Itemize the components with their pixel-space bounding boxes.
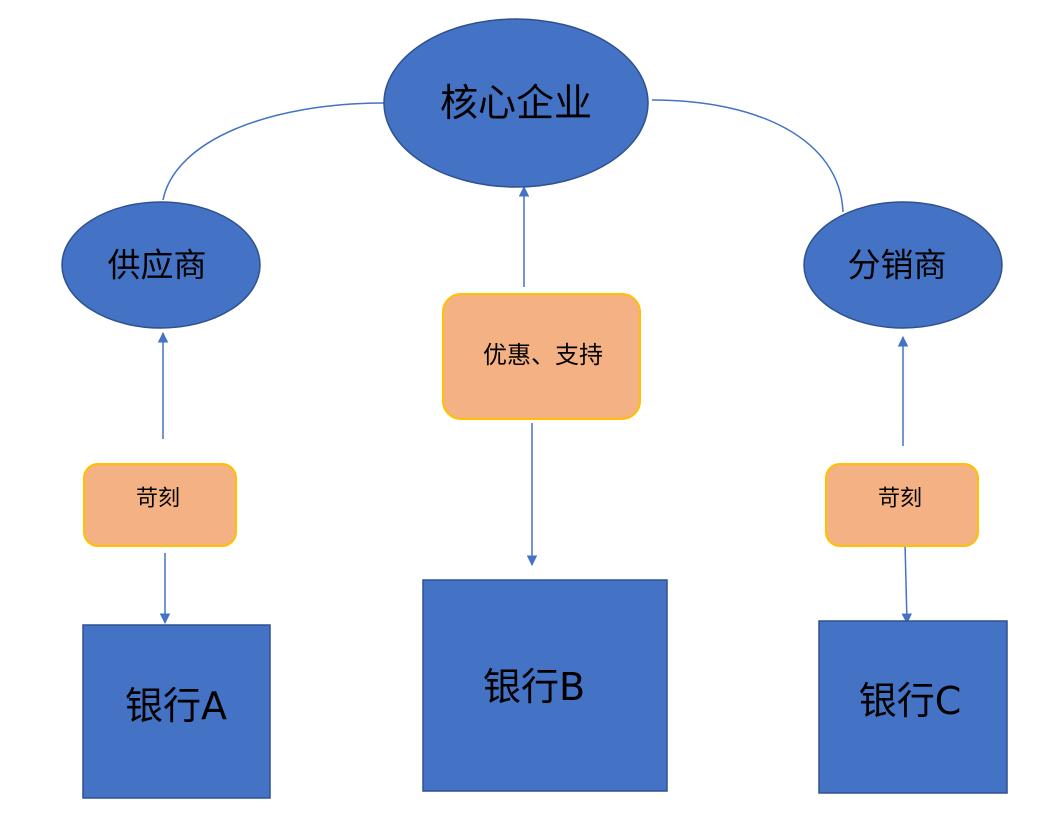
edge-core-distributor — [651, 99, 844, 213]
node-core: 核心企业 — [383, 18, 649, 188]
node-bank-c-label: 银行C — [859, 679, 962, 723]
node-note-center: 优惠、支持 — [442, 293, 641, 420]
node-supplier: 供应商 — [61, 201, 261, 329]
node-bank-a: 银行A — [82, 624, 271, 799]
node-distributor: 分销商 — [803, 201, 1003, 329]
node-bank-b-label: 银行B — [483, 665, 585, 709]
arrow-note-right-to-bank-c — [901, 542, 913, 625]
node-note-center-label: 优惠、支持 — [483, 341, 603, 369]
node-note-left: 苛刻 — [83, 463, 237, 547]
edge-supplier-core — [162, 102, 385, 201]
node-note-right: 苛刻 — [825, 463, 979, 547]
node-bank-c: 银行C — [818, 620, 1008, 794]
node-bank-a-label: 银行A — [125, 684, 227, 728]
node-note-right-label: 苛刻 — [878, 487, 922, 512]
node-note-left-label: 苛刻 — [136, 487, 180, 512]
node-bank-b: 银行B — [422, 579, 668, 792]
node-core-label: 核心企业 — [440, 81, 592, 125]
node-distributor-label: 分销商 — [848, 246, 947, 285]
node-supplier-label: 供应商 — [108, 246, 207, 285]
